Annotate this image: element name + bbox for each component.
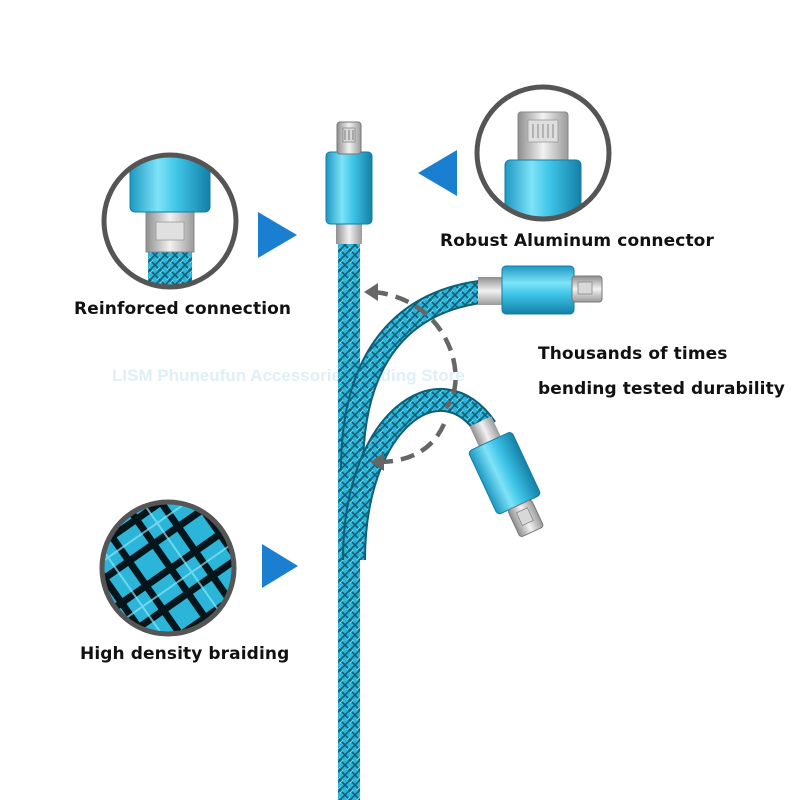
curved-dashed-arrow-icon — [373, 289, 458, 465]
triangle-arrow-icon — [262, 544, 298, 588]
label-high-density-braiding: High density braiding — [80, 644, 290, 664]
bent-cable-lower — [342, 388, 544, 561]
triangle-arrow-icon — [418, 150, 457, 196]
detail-circle-aluminum — [474, 84, 612, 222]
detail-circle-reinforced — [101, 152, 239, 290]
label-bending-line2: bending tested durability — [538, 379, 785, 399]
triangle-arrow-icon — [258, 212, 297, 258]
label-aluminum-connector: Robust Aluminum connector — [440, 231, 714, 251]
bent-cable-upper — [340, 265, 603, 471]
label-bending-line1: Thousands of times — [538, 344, 728, 364]
arrowheads — [364, 283, 384, 471]
label-reinforced-connection: Reinforced connection — [74, 299, 292, 319]
